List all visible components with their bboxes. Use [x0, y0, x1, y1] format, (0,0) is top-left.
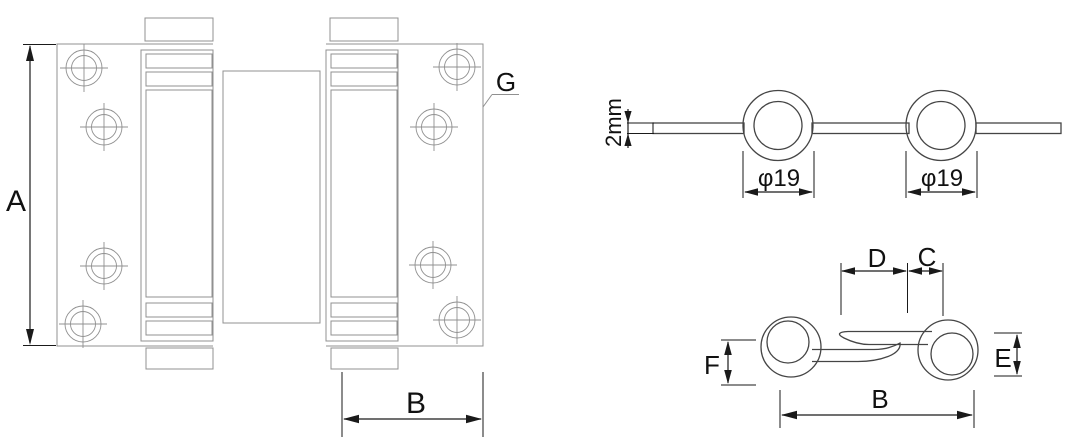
left-barrel-bottom-tab	[145, 347, 214, 370]
leader-line	[482, 94, 493, 108]
dimension-c: C	[908, 242, 944, 316]
top-view: D C F E	[704, 242, 1022, 428]
dimension-dia-left: φ19	[742, 151, 815, 198]
spring-slat	[330, 71, 398, 87]
g-leader: G	[482, 67, 519, 108]
right-barrel-outline	[325, 49, 399, 342]
dimension-f: F	[704, 339, 756, 386]
right-barrel-top-tab	[329, 17, 399, 42]
dimension-b-front: B	[341, 372, 484, 437]
knuckle-outer-circle	[905, 89, 977, 162]
screw-hole	[433, 43, 481, 91]
spring-slat	[330, 302, 398, 318]
right-barrel-bottom-tab	[330, 347, 399, 370]
side-view: 2mm φ19 φ19	[601, 89, 1062, 198]
left-knuckle-inner	[766, 320, 810, 364]
front-view: A B G	[6, 17, 519, 437]
dim-b-top-label: B	[871, 384, 888, 414]
arrowhead-up	[26, 45, 34, 61]
spring-slat	[145, 71, 213, 87]
arrowhead-right	[962, 188, 976, 196]
knuckle-outer-circle	[742, 89, 814, 162]
arrowhead-left	[908, 267, 922, 275]
arrowhead-right	[929, 267, 943, 275]
dimension-dia-right: φ19	[905, 151, 978, 198]
left-knuckle-outer	[760, 316, 822, 378]
spring-slat	[145, 320, 213, 336]
left-leaf-outline	[56, 43, 213, 347]
leaf-edge-strip	[811, 122, 910, 135]
arrowhead-left	[841, 267, 855, 275]
screw-hole	[80, 103, 128, 151]
screw-hole	[80, 242, 128, 290]
upper-leaf-strap	[838, 330, 932, 346]
spring-slat	[330, 320, 398, 336]
arrowhead-down	[624, 111, 632, 123]
dimension-d: D	[840, 243, 908, 315]
arrowhead-down	[26, 329, 34, 345]
leaf-edge-strip	[652, 122, 745, 135]
screw-hole	[433, 296, 481, 344]
arrowhead-down	[724, 370, 732, 384]
right-leaf-outline	[326, 43, 484, 347]
left-barrel-top-tab	[144, 17, 214, 42]
arrowhead-up	[724, 341, 732, 355]
right-spring-slot	[330, 89, 398, 298]
right-knuckle-inner	[930, 332, 974, 376]
dimension-b-top: B	[779, 384, 975, 428]
arrowhead-up	[624, 133, 632, 146]
phi19-label-right: φ19	[921, 165, 963, 192]
dimension-thickness: 2mm	[601, 98, 654, 148]
arrowhead-left	[907, 188, 921, 196]
phi19-label-left: φ19	[758, 165, 800, 192]
spring-slat	[330, 53, 398, 69]
dim-b-front-label: B	[406, 387, 426, 420]
screw-hole	[409, 241, 457, 289]
arrowhead-right	[799, 188, 813, 196]
left-spring-slot	[145, 89, 213, 298]
dim-a-label: A	[6, 185, 26, 218]
knuckle-inner-circle	[916, 100, 966, 151]
dimension-e: E	[994, 332, 1022, 377]
arrowhead-up	[1013, 334, 1021, 348]
center-housing	[222, 70, 321, 324]
dimension-a: A	[6, 44, 56, 346]
knuckle-inner-circle	[753, 100, 803, 151]
left-barrel-outline	[140, 49, 214, 342]
lower-leaf-strap	[812, 341, 901, 363]
dim-d-label: D	[868, 243, 887, 273]
arrowhead-left	[343, 414, 359, 424]
screw-hole	[60, 44, 108, 92]
thickness-label: 2mm	[601, 98, 626, 147]
dim-f-label: F	[704, 350, 720, 380]
arrowhead-right	[466, 414, 482, 424]
arrowhead-down	[1013, 361, 1021, 375]
screw-hole	[410, 103, 458, 151]
arrowhead-right	[893, 267, 907, 275]
dim-c-label: C	[918, 242, 937, 272]
spring-slat	[145, 302, 213, 318]
dim-e-label: E	[994, 343, 1011, 373]
leaf-edge-strip	[975, 122, 1062, 135]
arrowhead-left	[781, 410, 797, 420]
arrowhead-left	[744, 188, 758, 196]
right-knuckle-outer	[917, 319, 979, 381]
g-label: G	[496, 67, 516, 97]
screw-hole	[59, 300, 107, 348]
spring-slat	[145, 53, 213, 69]
arrowhead-right	[957, 410, 973, 420]
